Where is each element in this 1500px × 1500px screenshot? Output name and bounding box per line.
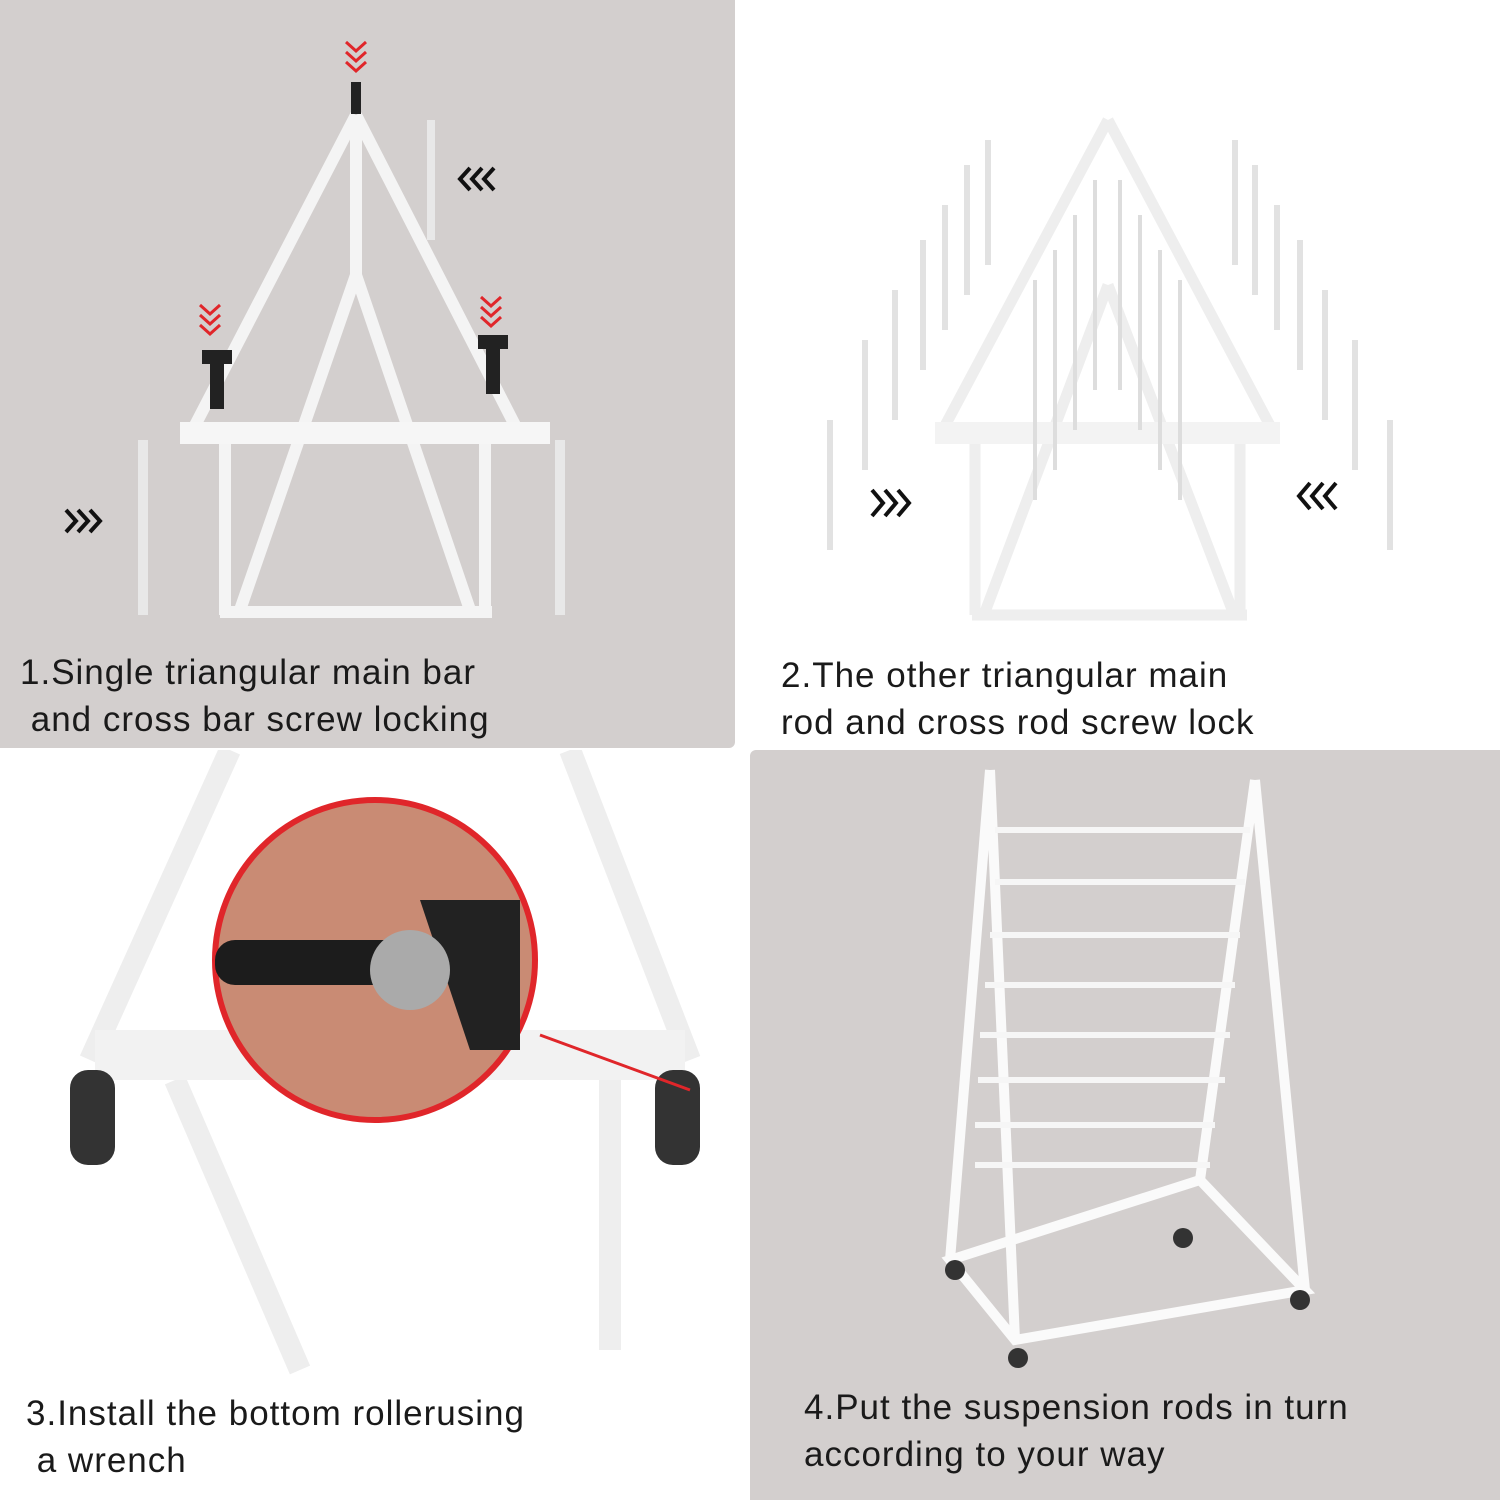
step-2-caption-line2: rod and cross rod screw lock [781, 703, 1255, 742]
caster-wheel-icon [945, 1228, 1310, 1368]
step-3-illustration [70, 750, 701, 1375]
step-4-panel: 4.Put the suspension rods in turn accord… [750, 750, 1500, 1500]
step-4-caption-line2: according to your way [804, 1435, 1166, 1474]
step-2-caption-line1: 2.The other triangular main [781, 656, 1229, 695]
step-2-illustration [827, 117, 1393, 621]
step-1-caption-line1: 1.Single triangular main bar [20, 653, 477, 692]
step-3-caption-line1: 3.Install the bottom rollerusing [26, 1394, 525, 1433]
arrow-icon [870, 481, 1338, 518]
step-1-illustration [64, 40, 565, 618]
step-3-caption-line2: a wrench [26, 1441, 187, 1480]
caster-wheel-icon [70, 1070, 700, 1165]
step-4-illustration [941, 769, 1316, 1368]
step-4-caption-line1: 4.Put the suspension rods in turn [804, 1388, 1349, 1427]
step-1-panel: 1.Single triangular main bar and cross b… [0, 0, 735, 748]
step-3-panel: 3.Install the bottom rollerusing a wrenc… [0, 750, 750, 1500]
bolt-icon [202, 82, 508, 409]
down-arrow-icon [198, 40, 503, 337]
step-1-caption-line2: and cross bar screw locking [20, 700, 490, 739]
arrow-icon [64, 166, 496, 534]
step-2-panel: 2.The other triangular main rod and cros… [735, 0, 1500, 748]
